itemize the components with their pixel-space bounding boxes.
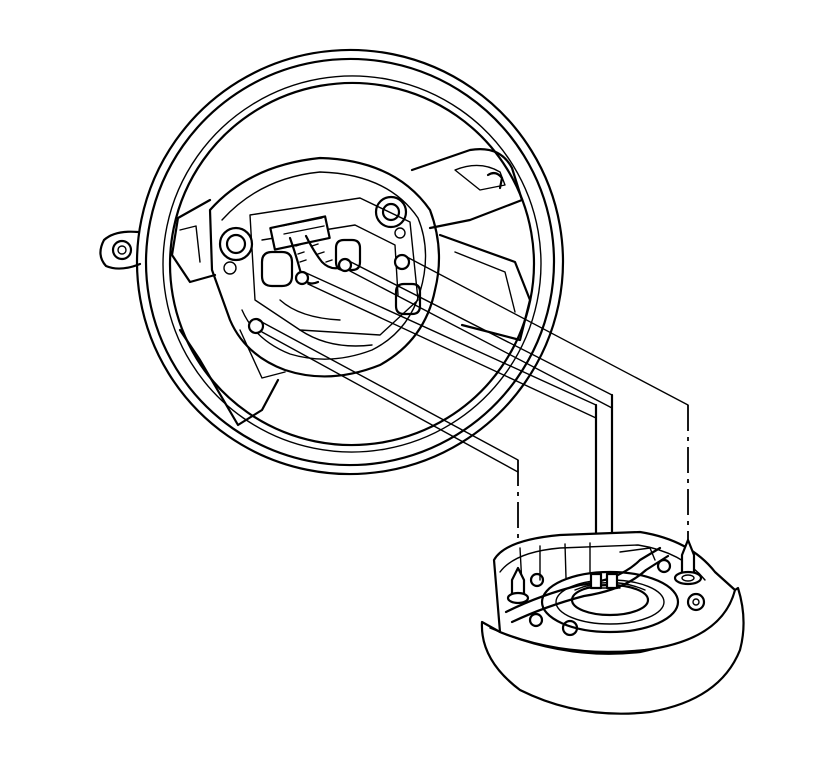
pin-hole-4-icon xyxy=(393,253,411,271)
airbag-module xyxy=(480,530,745,715)
airbag-locating-pins xyxy=(506,538,703,605)
pin-hole-1-icon xyxy=(247,317,265,335)
installation-guide-lines xyxy=(257,255,689,582)
steering-wheel-mounting-holes xyxy=(218,195,422,335)
airbag-cover xyxy=(480,586,745,715)
center-stud-1-icon xyxy=(589,572,603,590)
pin-hole-3-icon xyxy=(337,257,353,273)
steering-wheel xyxy=(99,48,565,476)
steering-wheel-spokes xyxy=(170,148,532,427)
airbag-housing xyxy=(492,530,737,653)
pin-hole-2-icon xyxy=(294,270,310,286)
airbag-module-nuts xyxy=(528,558,706,637)
steering-wheel-rim xyxy=(135,48,565,476)
steering-wheel-side-boss xyxy=(99,230,142,270)
center-stud-2-icon xyxy=(605,572,619,590)
